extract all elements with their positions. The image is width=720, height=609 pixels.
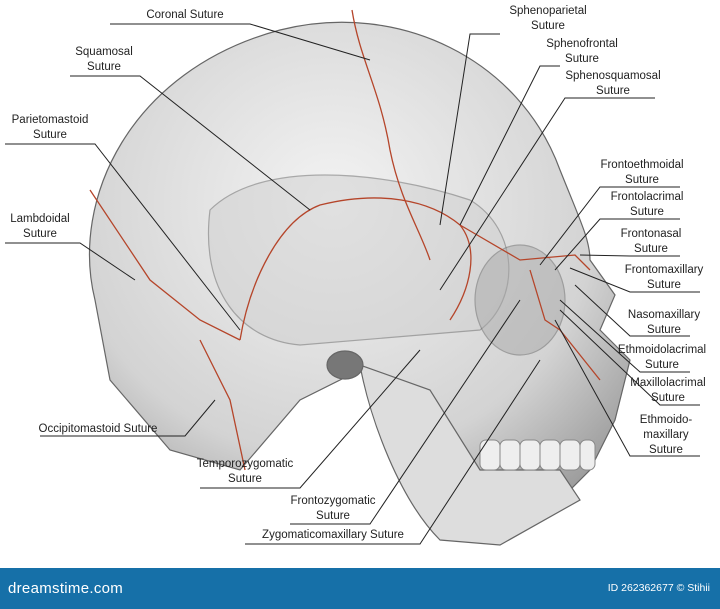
label-zygomaticomaxillary-suture: Zygomaticomaxillary Suture <box>262 529 404 541</box>
leader-lines <box>5 23 700 545</box>
skull-illustration <box>5 9 700 546</box>
image-credit: ID 262362677 © Stihii <box>607 582 710 594</box>
footer-bar: dreamstime.com ID 262362677 © Stihii <box>0 568 720 609</box>
label-occipitomastoid-suture: Occipitomastoid Suture <box>38 423 158 435</box>
teeth <box>479 439 596 471</box>
label-coronal-suture: Coronal Suture <box>146 9 224 21</box>
dreamstime-logo[interactable]: dreamstime.com <box>8 580 124 597</box>
skull <box>88 21 631 546</box>
sutures <box>89 9 601 471</box>
